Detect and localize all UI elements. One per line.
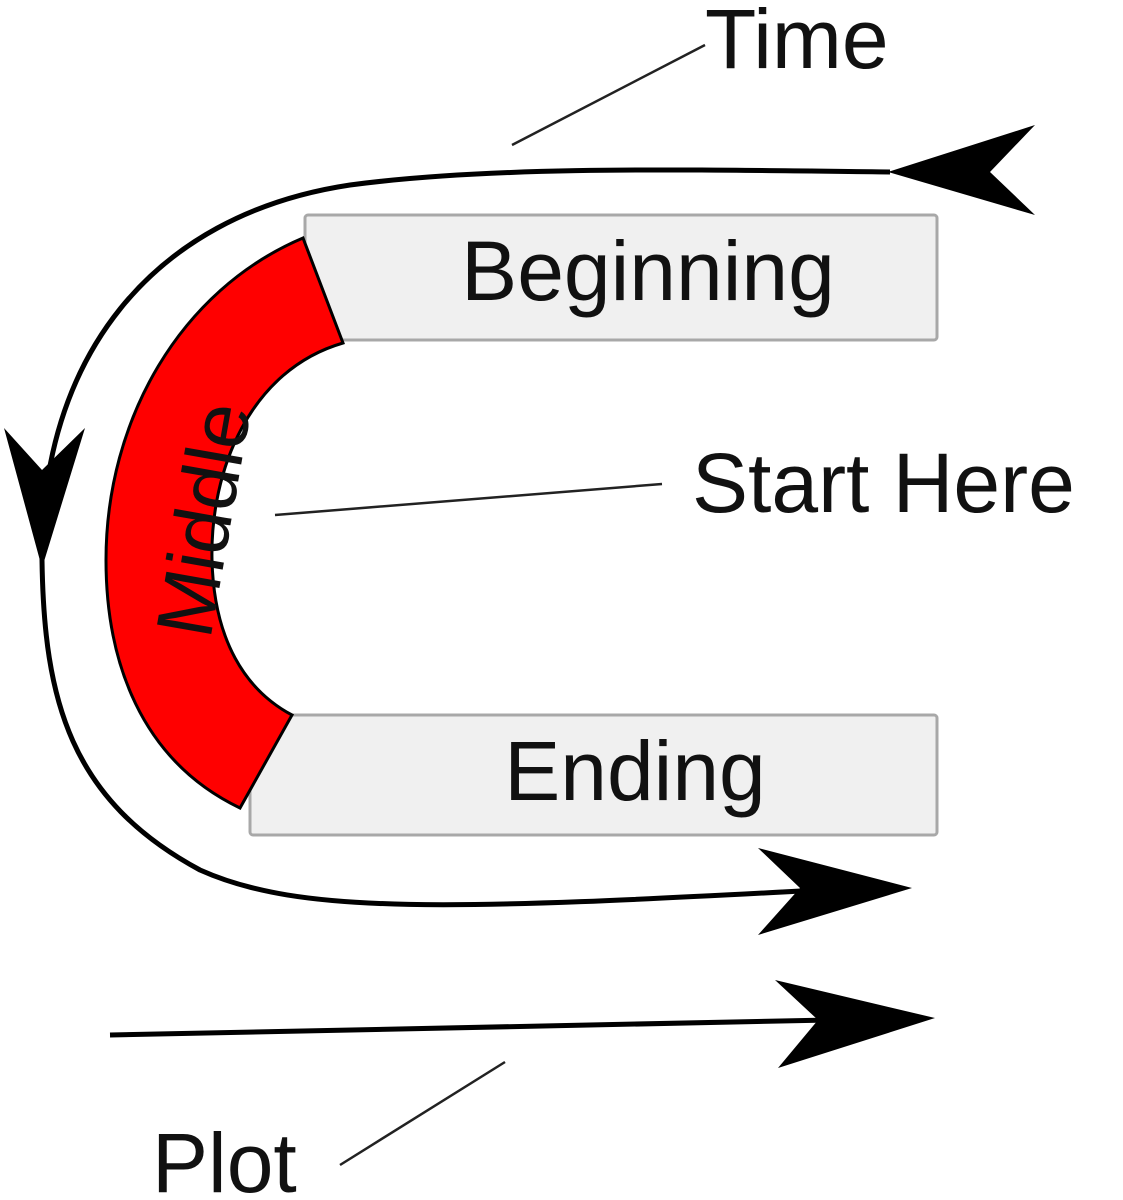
plot-arrowhead <box>775 980 935 1068</box>
start-here-label: Start Here <box>692 436 1075 530</box>
start-here-leader-line <box>274 482 663 517</box>
plot-leader-line <box>339 1060 506 1167</box>
time-end-arrowhead <box>758 848 912 935</box>
ending-label: Ending <box>504 724 766 818</box>
plot-arrow-line <box>109 1017 831 1038</box>
time-label: Time <box>705 0 889 86</box>
plot-label: Plot <box>152 1116 297 1200</box>
middle-arc-band <box>104 236 345 810</box>
time-start-arrowhead <box>888 125 1035 215</box>
beginning-label: Beginning <box>461 224 835 318</box>
time-down-arrowhead <box>4 428 85 568</box>
time-leader-line <box>511 43 706 147</box>
